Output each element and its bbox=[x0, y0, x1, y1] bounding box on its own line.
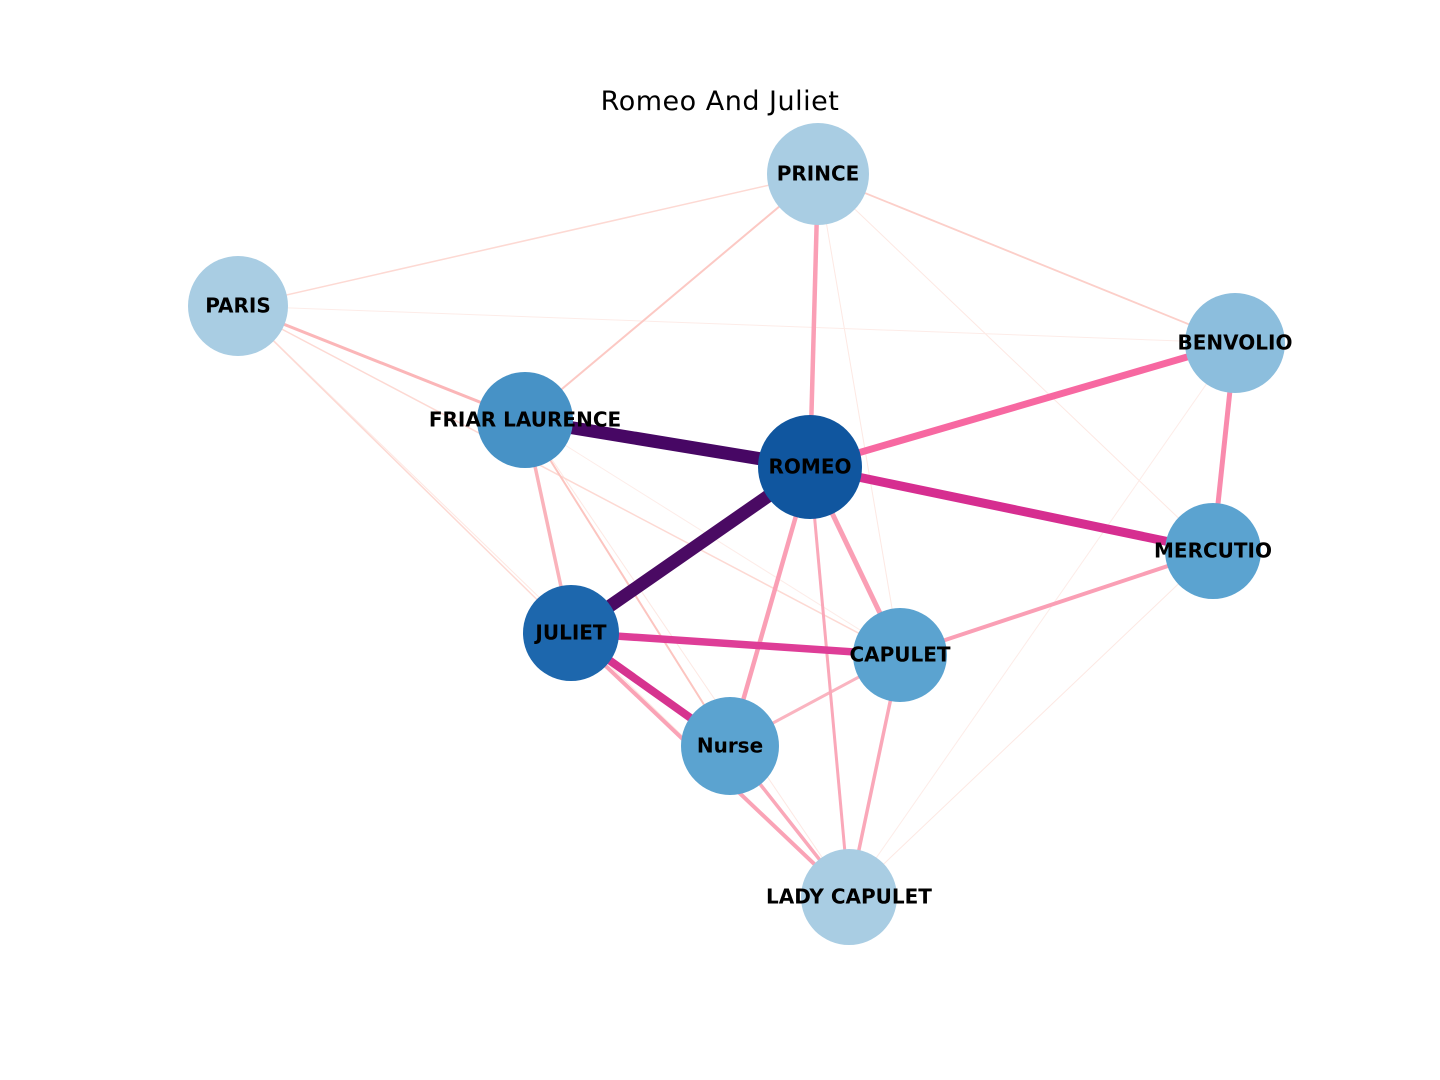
chart-title: Romeo And Juliet bbox=[600, 86, 840, 117]
node-PRINCE bbox=[767, 123, 869, 225]
edge-PARIS-CAPULET bbox=[237, 305, 901, 656]
edge-BENVOLIO-LADY_CAPULET bbox=[848, 342, 1236, 898]
node-NURSE bbox=[681, 697, 779, 795]
node-label-CAPULET: CAPULET bbox=[849, 643, 950, 667]
edge-ROMEO-BENVOLIO bbox=[809, 339, 1236, 471]
node-JULIET bbox=[523, 585, 619, 681]
node-BENVOLIO bbox=[1185, 293, 1285, 393]
edge-PRINCE-CAPULET bbox=[817, 173, 901, 656]
edge-ROMEO-MERCUTIO bbox=[809, 462, 1214, 556]
node-label-JULIET: JULIET bbox=[533, 621, 607, 645]
edge-PRINCE-BENVOLIO bbox=[817, 173, 1236, 344]
edge-PARIS-JULIET bbox=[237, 305, 572, 634]
node-PARIS bbox=[188, 256, 288, 356]
edge-PRINCE-MERCUTIO bbox=[817, 173, 1214, 552]
edge-ROMEO-LADY_CAPULET bbox=[808, 466, 851, 898]
edge-JULIET-CAPULET bbox=[570, 629, 901, 659]
node-label-PRINCE: PRINCE bbox=[777, 162, 860, 186]
node-CAPULET bbox=[853, 608, 947, 702]
node-ROMEO bbox=[758, 415, 862, 519]
edge-PRINCE-FRIAR_LAURENCE bbox=[524, 173, 819, 421]
node-FRIAR_LAURENCE bbox=[477, 372, 573, 468]
edge-FRIAR_LAURENCE-NURSE bbox=[524, 419, 731, 747]
node-label-PARIS: PARIS bbox=[205, 294, 271, 318]
edge-PRINCE-PARIS bbox=[237, 173, 819, 307]
edge-FRIAR_LAURENCE-LADY_CAPULET bbox=[524, 419, 850, 898]
node-LADY_CAPULET bbox=[801, 849, 897, 945]
node-label-MERCUTIO: MERCUTIO bbox=[1154, 539, 1272, 563]
node-label-FRIAR_LAURENCE: FRIAR LAURENCE bbox=[429, 408, 621, 432]
edge-PARIS-BENVOLIO bbox=[237, 305, 1236, 344]
edge-CAPULET-MERCUTIO bbox=[899, 549, 1214, 657]
edge-MERCUTIO-LADY_CAPULET bbox=[848, 550, 1214, 898]
edge-PARIS-FRIAR_LAURENCE bbox=[237, 304, 526, 422]
node-label-BENVOLIO: BENVOLIO bbox=[1178, 331, 1293, 355]
node-label-ROMEO: ROMEO bbox=[769, 455, 852, 479]
node-MERCUTIO bbox=[1165, 503, 1261, 599]
node-label-LADY_CAPULET: LADY CAPULET bbox=[766, 885, 932, 909]
node-label-NURSE: Nurse bbox=[697, 734, 763, 758]
